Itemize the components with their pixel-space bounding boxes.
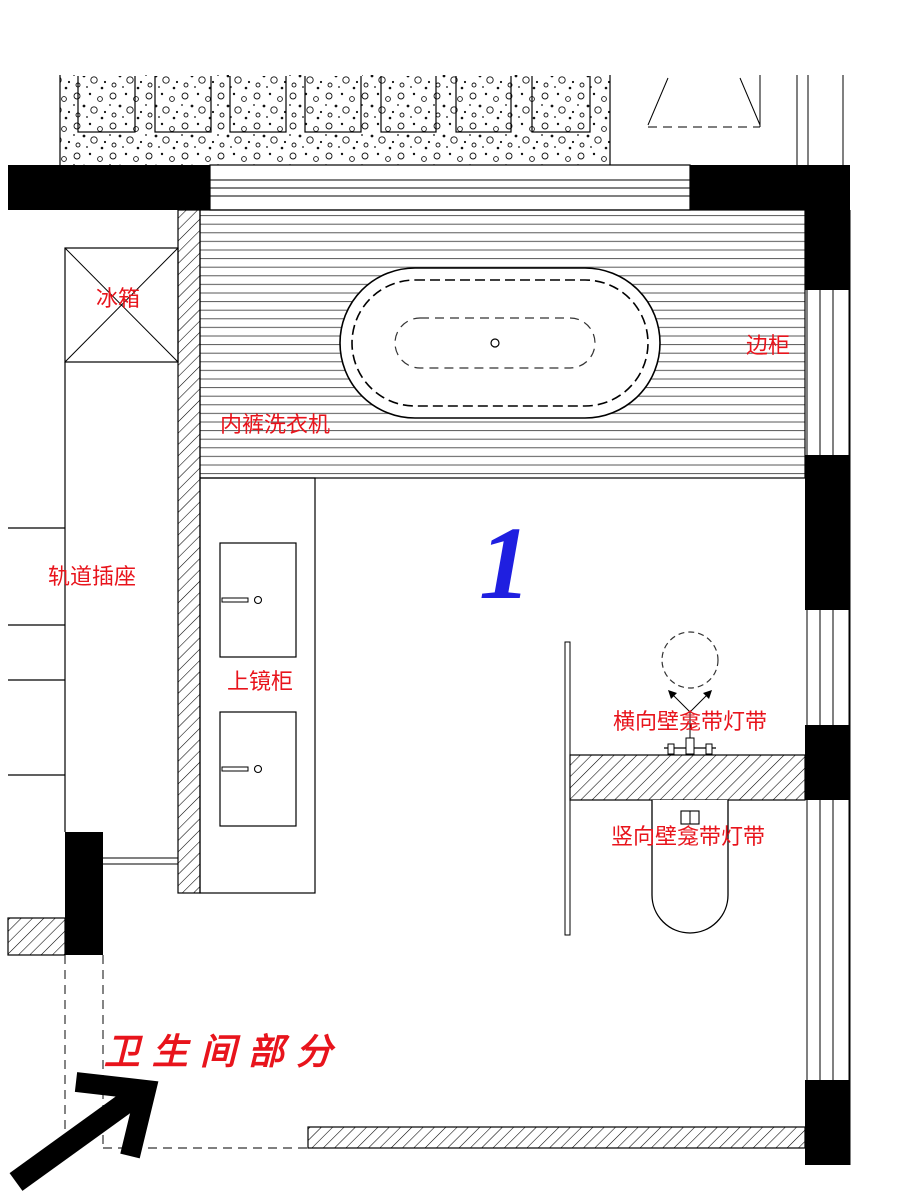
- right-wall-3: [805, 725, 850, 800]
- track-socket-label: 轨道插座: [48, 565, 136, 590]
- bathtub-icon: [339, 267, 661, 419]
- top-window: [209, 164, 691, 211]
- planter-notches: [77, 72, 591, 133]
- right-window-3: [806, 800, 850, 1080]
- top-terrace: [59, 72, 611, 165]
- sink-icon: [219, 711, 297, 827]
- niche-shelf: [569, 754, 806, 801]
- top-left-wall: [8, 165, 210, 210]
- right-window-1: [806, 290, 850, 455]
- bottom-hatched-wall: [307, 1126, 806, 1149]
- top-right-wall: [690, 165, 850, 210]
- shower-icon: [661, 631, 719, 740]
- area-number: 1: [479, 506, 531, 621]
- bathtub-drain: [490, 338, 500, 348]
- track-socket-lines: [8, 527, 65, 776]
- toilet-icon: [651, 800, 729, 934]
- faucet-icon: [664, 737, 716, 755]
- top-right-fixture: [647, 75, 844, 165]
- side-cabinet-label: 边柜: [746, 334, 790, 359]
- right-wall-bottom: [805, 1080, 850, 1165]
- right-wall-upper: [805, 210, 850, 290]
- left-lower-hatched-wall: [7, 917, 66, 956]
- vanity-counter: [199, 477, 316, 894]
- right-wall-2: [805, 455, 850, 610]
- underwear-washer-label: 内裤洗衣机: [220, 413, 330, 438]
- horizontal-niche-label: 横向壁龛带灯带: [613, 710, 767, 735]
- mirror-cabinet-label: 上镜柜: [227, 670, 293, 695]
- section-title: 卫生间部分: [104, 1032, 344, 1072]
- left-hatched-wall: [177, 209, 201, 894]
- door-sill: [103, 857, 178, 865]
- vertical-niche-label: 竖向壁龛带灯带: [611, 825, 765, 850]
- sink-icon: [219, 542, 297, 658]
- right-window-2: [806, 610, 850, 725]
- fridge-box: [64, 247, 179, 363]
- left-pillar: [65, 832, 103, 955]
- arrow-up-right-icon: [9, 1072, 159, 1191]
- fridge-label: 冰箱: [96, 287, 140, 312]
- glass-partition: [564, 641, 571, 936]
